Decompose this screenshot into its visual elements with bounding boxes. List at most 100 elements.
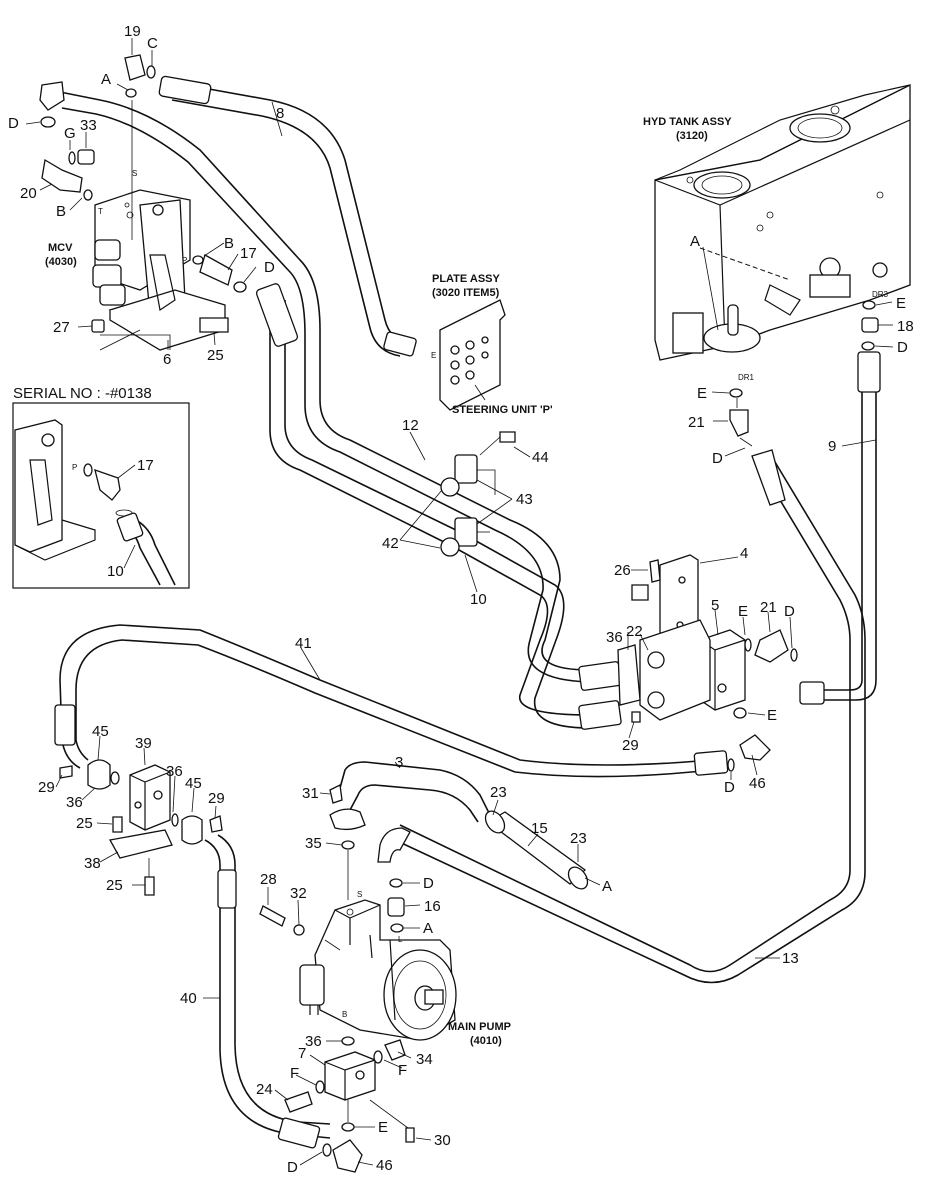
callout-25: 25	[76, 815, 93, 832]
callout-10: 10	[107, 563, 124, 580]
elbow-46-bottom	[332, 1139, 363, 1173]
callout-45: 45	[92, 723, 109, 740]
gasket-36	[617, 644, 641, 706]
port-s-pump: S	[357, 890, 362, 899]
callout-23: 23	[570, 830, 587, 847]
fitting-19	[124, 54, 146, 81]
callout-19: 19	[124, 23, 141, 40]
callout-36: 36	[166, 763, 183, 780]
callout-34: 34	[416, 1051, 433, 1068]
block-7	[324, 1051, 376, 1101]
callout-31: 31	[302, 785, 319, 802]
hose-8-end-b	[383, 331, 417, 357]
callout-21: 21	[760, 599, 777, 616]
fitting-18	[861, 317, 879, 333]
hose-13-end	[751, 449, 786, 506]
callout-25: 25	[207, 347, 224, 364]
elbow-21-block	[754, 629, 789, 663]
callout-17: 17	[137, 457, 154, 474]
callout-29: 29	[208, 790, 225, 807]
callout-3: 3	[395, 754, 403, 771]
callout-d: D	[897, 339, 908, 356]
callout-d: D	[423, 875, 434, 892]
mcv-code: (4030)	[45, 256, 77, 268]
callout-38: 38	[84, 855, 101, 872]
port-dr3: DR3	[872, 290, 889, 299]
callout-4: 4	[740, 545, 748, 562]
callout-32: 32	[290, 885, 307, 902]
callout-39: 39	[135, 735, 152, 752]
callout-40: 40	[180, 990, 197, 1007]
callout-27: 27	[53, 319, 70, 336]
callout-46: 46	[376, 1157, 393, 1174]
callout-f: F	[398, 1062, 407, 1079]
bolt-30	[405, 1127, 415, 1143]
callout-17: 17	[240, 245, 257, 262]
hose-40-end-b	[277, 1117, 321, 1149]
o-ring-e-dr3	[862, 300, 876, 310]
callout-f: F	[290, 1065, 299, 1082]
callout-12: 12	[402, 417, 419, 434]
callout-a: A	[423, 920, 433, 937]
callout-13: 13	[782, 950, 799, 967]
bolt-28	[259, 905, 286, 927]
callout-30: 30	[434, 1132, 451, 1149]
elbow-46-top	[739, 734, 771, 761]
block-39	[129, 764, 171, 831]
callout-d: D	[712, 450, 723, 467]
callout-e: E	[378, 1119, 388, 1136]
callout-10: 10	[470, 591, 487, 608]
callout-b: B	[56, 203, 66, 220]
callout-46: 46	[749, 775, 766, 792]
callout-45: 45	[185, 775, 202, 792]
port-dr1: DR1	[738, 373, 755, 382]
clamp-group	[440, 454, 496, 557]
port-e-plate: E	[431, 351, 436, 360]
hose-40-end-a	[217, 869, 237, 909]
fitting-16	[387, 897, 405, 917]
callout-29: 29	[622, 737, 639, 754]
elbow-34	[384, 1039, 406, 1061]
plate-assy-title: PLATE ASSY	[432, 273, 501, 285]
fitting-20	[41, 158, 83, 193]
fitting-17-mcv	[199, 254, 233, 286]
o-ring-e-dr1	[729, 388, 743, 398]
callout-29: 29	[38, 779, 55, 796]
callout-15: 15	[531, 820, 548, 837]
inset-frame	[12, 402, 190, 589]
hose-8-end-a	[158, 75, 212, 105]
callout-a: A	[690, 233, 700, 250]
plate-38	[108, 829, 173, 859]
hose-10-end	[255, 283, 299, 347]
bolt-44	[499, 431, 516, 443]
callout-18: 18	[897, 318, 914, 335]
callout-36: 36	[305, 1033, 322, 1050]
sensor-24	[284, 1091, 313, 1113]
flange-3	[329, 808, 366, 831]
callout-g: G	[64, 125, 76, 142]
callout-36: 36	[66, 794, 83, 811]
mcv-title: MCV	[48, 242, 73, 254]
callout-41: 41	[295, 635, 312, 652]
hyd-tank-code: (3120)	[676, 130, 708, 142]
tube-15	[484, 810, 589, 890]
callout-b: B	[224, 235, 234, 252]
callout-43: 43	[516, 491, 533, 508]
port-l-pump: L	[398, 935, 403, 944]
port-b-pump: B	[342, 1010, 347, 1019]
hose-41-end-b	[693, 750, 729, 776]
callout-c: C	[147, 35, 158, 52]
bolt-25-mcv	[199, 317, 229, 333]
callout-e: E	[738, 603, 748, 620]
callout-a: A	[602, 878, 612, 895]
steering-unit-title: STEERING UNIT 'P'	[452, 404, 553, 416]
callout-24: 24	[256, 1081, 273, 1098]
callout-e: E	[767, 707, 777, 724]
callout-25: 25	[106, 877, 123, 894]
callout-21: 21	[688, 414, 705, 431]
callout-d: D	[8, 115, 19, 132]
elbow-21-tank	[729, 409, 749, 437]
main-pump	[299, 899, 457, 1041]
callout-d: D	[287, 1159, 298, 1176]
